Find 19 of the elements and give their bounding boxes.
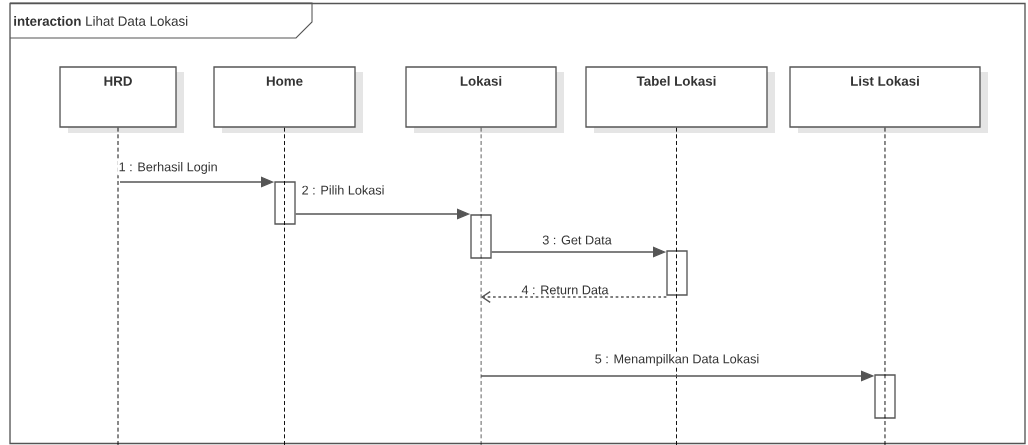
activation-bar [470,214,492,259]
lifeline-head: Lokasi [405,66,564,133]
lifeline-head: HRD [59,66,184,133]
activation-bar [874,374,896,419]
message-label: 2 : Pilih Lokasi [300,184,386,196]
lifeline [117,127,119,445]
lifeline [676,127,677,445]
message-label: 1 : Berhasil Login [117,160,219,176]
lifeline-head: List Lokasi [789,66,988,133]
lifeline-head: Tabel Lokasi [585,66,775,133]
activation-bar [274,181,296,225]
message-label: 5 : Menampilkan Data Lokasi [593,352,761,368]
lifeline-head: Home [213,66,363,133]
message-label: 3 : Get Data [540,234,614,246]
lifeline [284,127,285,445]
message-label: 4 : Return Data [520,284,610,296]
lifeline [884,127,886,445]
message-arrow [481,291,667,303]
activation-bar [666,250,688,296]
